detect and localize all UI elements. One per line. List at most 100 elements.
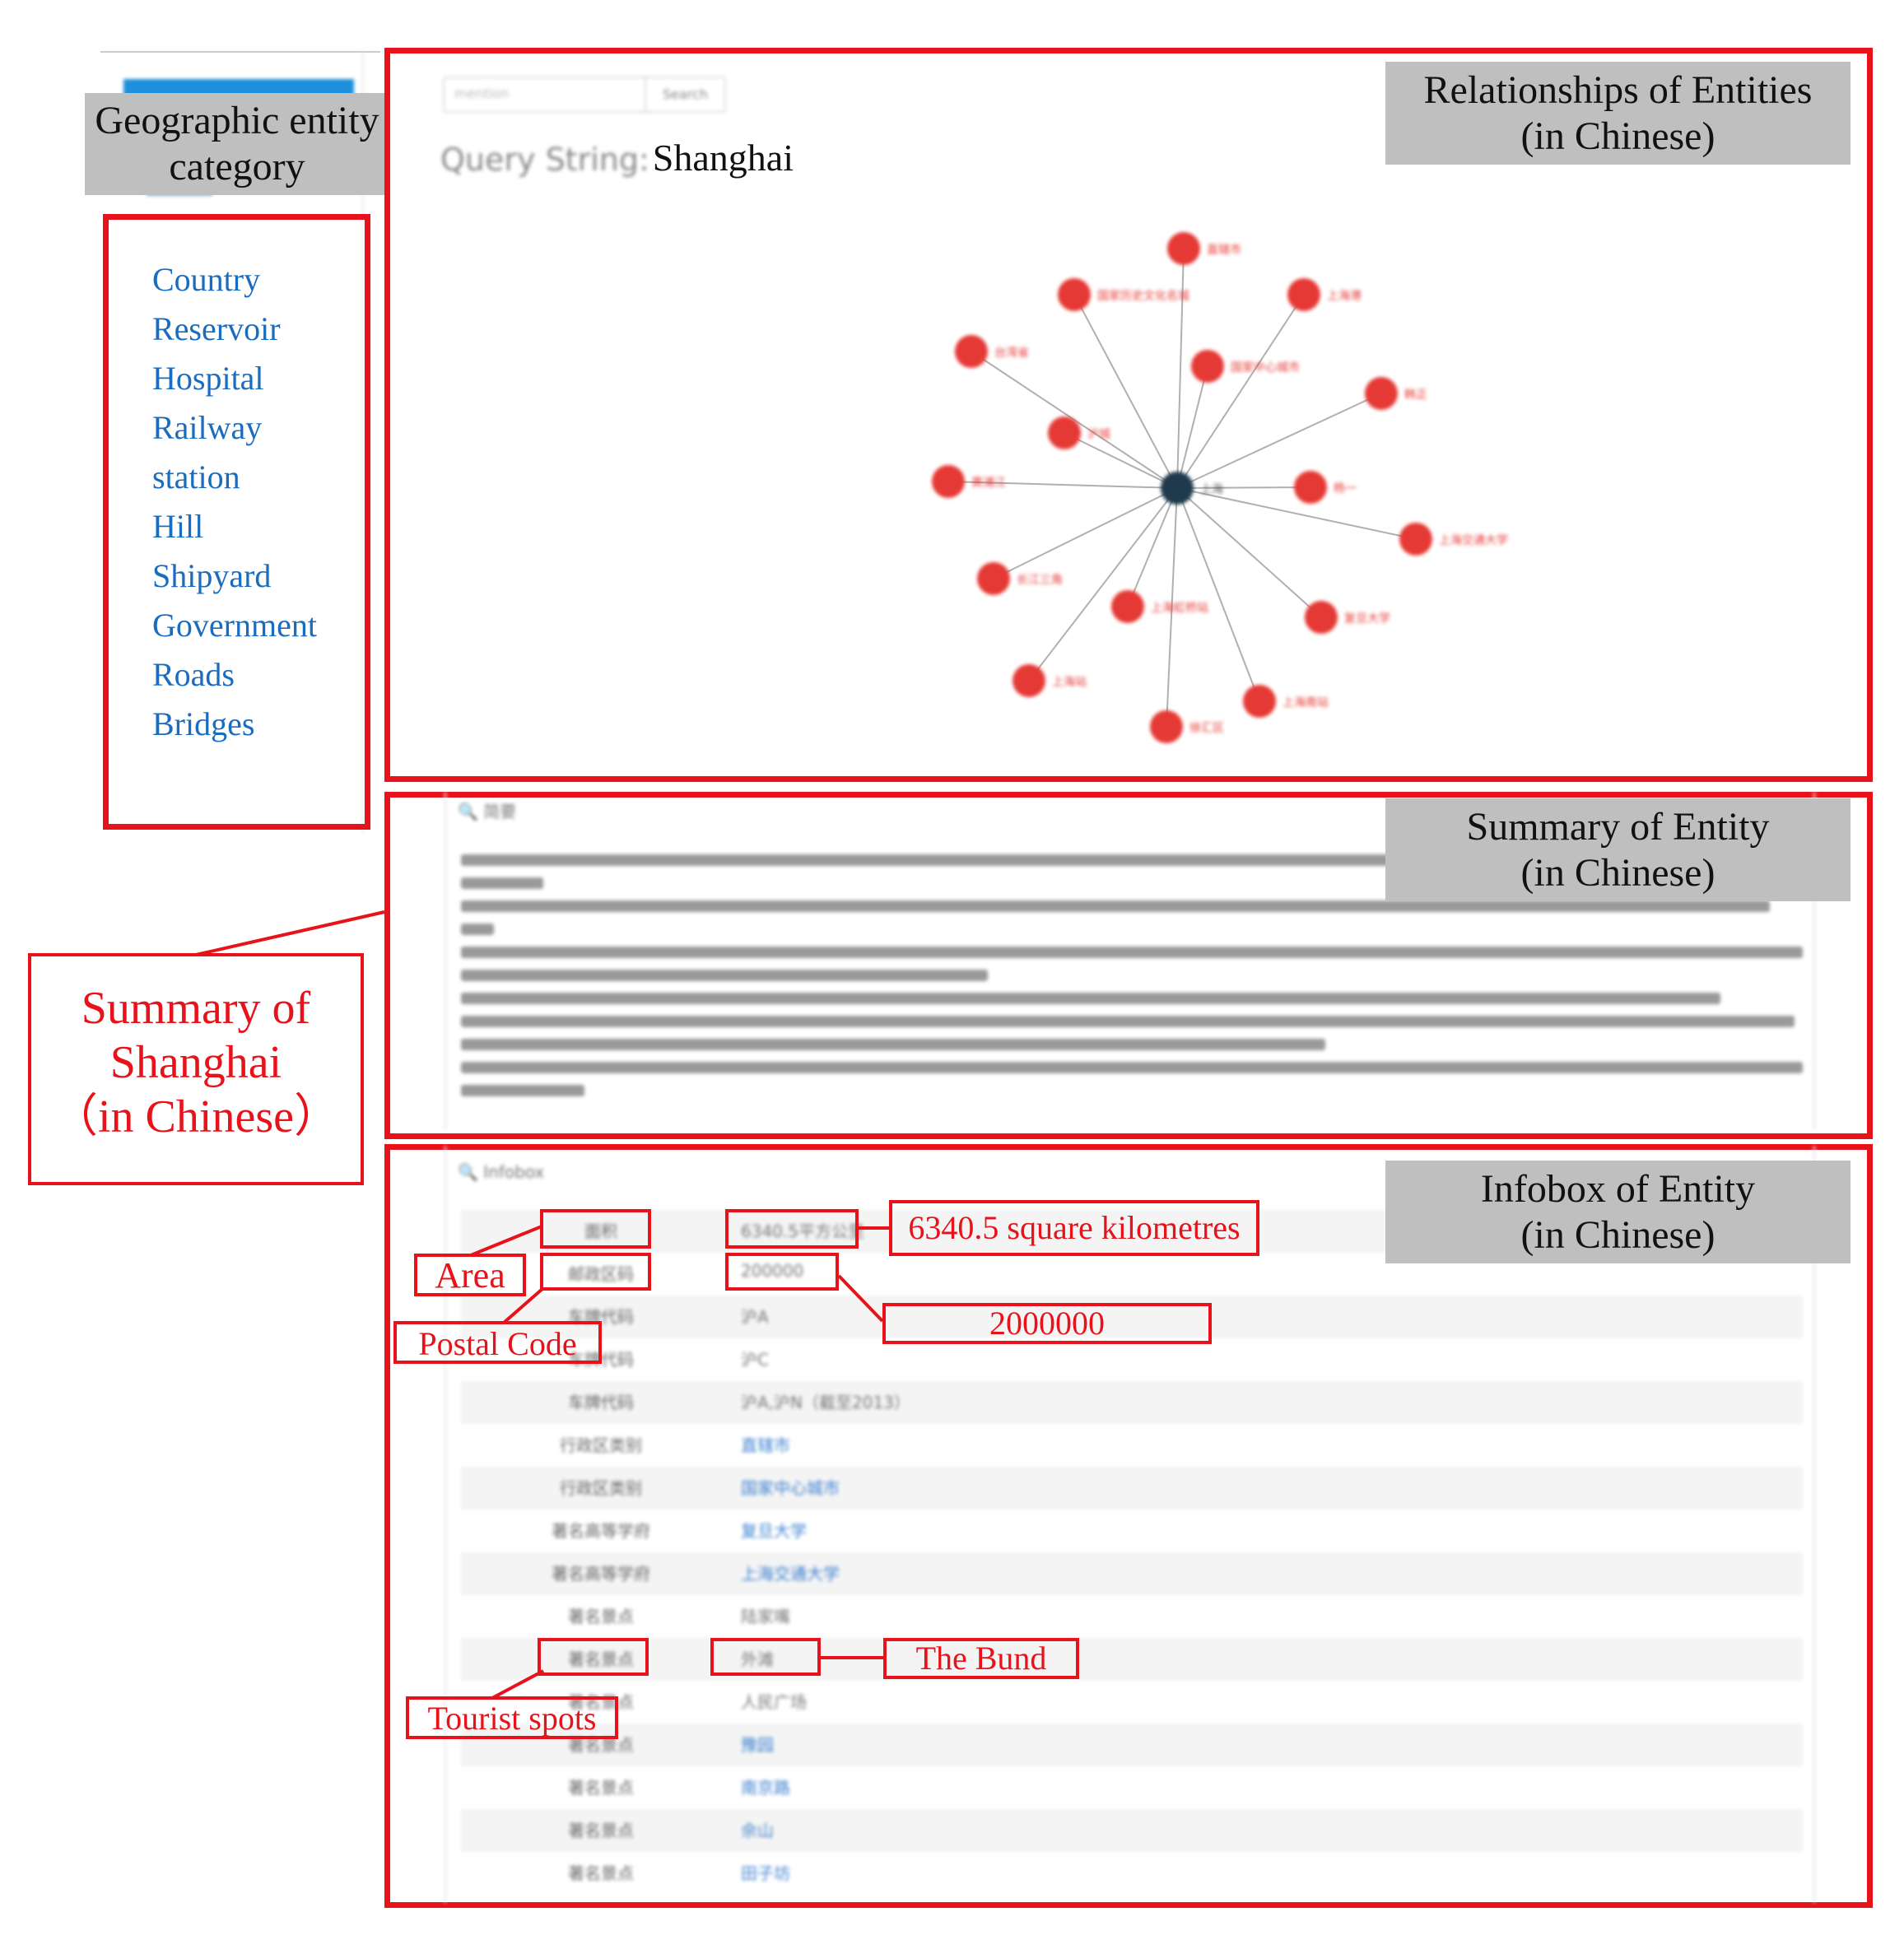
summary-header-label: 简要 [483,802,517,821]
category-station[interactable]: station [152,458,240,495]
graph-node[interactable] [1305,601,1338,634]
graph-node[interactable] [977,562,1010,595]
infobox-value: 6340.5平方公里 [741,1221,864,1241]
infobox-row: 著名高等学府复旦大学 [461,1510,1803,1552]
infobox-value-link[interactable]: 复旦大学 [741,1521,807,1541]
infobox-key: 面积 [584,1221,617,1241]
summary-line [461,947,1803,958]
graph-node[interactable] [1399,523,1432,556]
summary-line [461,923,494,935]
graph-node[interactable] [1243,685,1276,718]
graph-node-label: 长江三角 [1017,574,1063,587]
category-government[interactable]: Government [152,607,317,644]
graph-node-label: 台湾省 [994,346,1029,360]
summary-line [461,970,988,981]
infobox-row: 行政区类别直辖市 [461,1424,1803,1467]
postal-value-highlight [725,1253,839,1291]
area-value-highlight [725,1209,859,1249]
graph-node[interactable] [1365,377,1398,410]
graph-node-label: 上海虹桥站 [1151,602,1208,615]
infobox-value-link[interactable]: 国家中心城市 [741,1478,840,1498]
category-roads[interactable]: Roads [152,656,235,693]
infobox-row: 著名景点田子坊 [461,1852,1803,1895]
search-button[interactable]: Search [645,78,724,111]
graph-edge [1127,487,1178,607]
infobox-value-link[interactable]: 佘山 [741,1821,774,1840]
infobox-value-link[interactable]: 直辖市 [741,1435,790,1455]
summary-panel [384,792,1873,1139]
graph-node-label: 沪城 [1087,428,1110,441]
area-annotation-box [414,1254,526,1296]
graph-node[interactable] [1287,278,1320,311]
category-bridges[interactable]: Bridges [152,705,255,742]
postal-value-annotation-box [882,1303,1212,1344]
relationships-label-line2: (in Chinese) [1520,114,1715,158]
summary-line [461,993,1720,1004]
summary-header: 🔍 简要 [458,802,517,821]
search-input[interactable]: mention [454,86,619,105]
graph-edge [1176,487,1322,618]
category-label: Geographic entity category [85,93,389,195]
category-hospital[interactable]: Hospital [152,360,264,397]
graph-node[interactable] [1048,416,1081,449]
infobox-key: 邮政区码 [568,1264,634,1284]
graph-node-label: 国家历史文化名城 [1097,289,1189,303]
infobox-row: 车牌代码沪A [461,1296,1803,1338]
infobox-value-link[interactable]: 豫园 [741,1735,774,1755]
infobox-key: 著名景点 [568,1692,634,1712]
category-label-line1: Geographic entity [95,99,379,142]
graph-node[interactable] [932,465,965,498]
category-list: Country Reservoir Hospital Railway stati… [152,255,366,749]
graph-node[interactable] [1058,278,1091,311]
graph-node[interactable] [1294,471,1327,504]
category-hill[interactable]: Hill [152,508,204,545]
graph-node[interactable] [1111,590,1144,623]
relationships-panel [384,48,1873,782]
graph-node-label: 上海港 [1327,290,1362,303]
graph-node-label: 国家中心城市 [1231,361,1300,375]
infobox-value-link[interactable]: 田子坊 [741,1863,790,1883]
infobox-label: Infobox of Entity (in Chinese) [1385,1161,1850,1263]
infobox-label-line1: Infobox of Entity [1480,1166,1756,1211]
graph-node[interactable] [1167,232,1200,265]
infobox-row: 车牌代码沪A,沪N（截至2013） [461,1381,1803,1424]
graph-node-label: 上海交通大学 [1439,533,1508,547]
infobox-value: 人民广场 [741,1692,807,1712]
summary-label-line2: (in Chinese) [1520,850,1715,895]
infobox-key: 著名景点 [568,1607,634,1626]
query-line: Query String: Shanghai [440,136,794,179]
graph-edge [993,487,1178,579]
graph-node[interactable] [1191,350,1224,383]
category-country[interactable]: Country [152,261,261,298]
graph-node-label: 上海南站 [1283,696,1329,709]
query-value: Shanghai [652,137,794,179]
graph-node-label: 直辖市 [1207,243,1241,257]
summary-label: Summary of Entity (in Chinese) [1385,798,1850,901]
category-reservoir[interactable]: Reservoir [152,310,281,347]
graph-edge [1064,432,1178,489]
infobox-key: 著名景点 [568,1821,634,1840]
category-railway[interactable]: Railway [152,409,263,446]
category-shipyard[interactable]: Shipyard [152,557,272,594]
infobox-value-link[interactable]: 上海交通大学 [741,1564,840,1584]
graph-node[interactable] [1013,664,1045,697]
infobox-row: 著名景点豫园 [461,1724,1803,1766]
summary-line [461,900,1770,912]
postal-key-highlight [540,1253,651,1291]
bund-annotation-box [883,1638,1079,1679]
area-annotation: Area [435,1255,505,1296]
graph-center-node[interactable] [1161,472,1194,505]
infobox-value-link[interactable]: 南京路 [741,1778,790,1798]
infobox-key: 著名景点 [568,1778,634,1798]
entity-graph: 直辖市国家历史文化名城上海港台湾省国家中心城市韩正沪城杨一黄浦江上海交通大学长江… [932,232,1508,743]
graph-node[interactable] [1150,710,1183,743]
postal-connector [502,1286,545,1324]
summary-card [445,792,1815,1129]
infobox-value: 沪A [741,1307,769,1327]
tourist-annotation: Tourist spots [427,1700,597,1737]
infobox-card [445,1146,1815,1903]
graph-node[interactable] [955,335,988,368]
infobox-row: 著名景点 佘山 [461,1809,1803,1852]
